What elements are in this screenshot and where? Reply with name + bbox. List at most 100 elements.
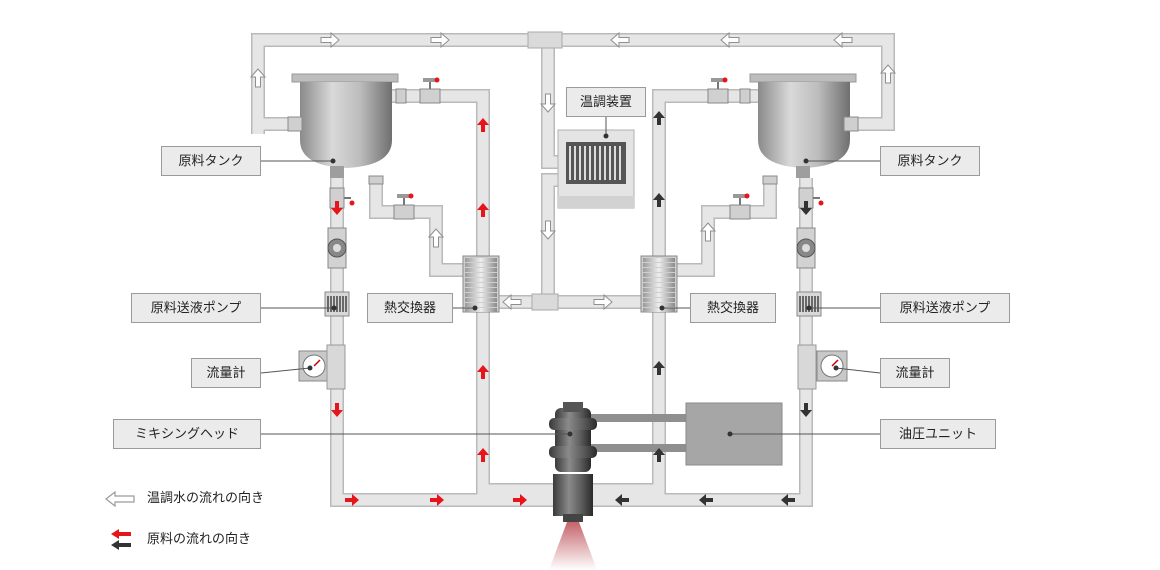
heat-exchanger-fin (643, 268, 675, 272)
pipe (542, 40, 558, 168)
leader-dot (659, 305, 665, 311)
pipe-tee (531, 293, 559, 311)
material-flow-arrow (331, 201, 343, 215)
label-leader-lines (260, 117, 881, 437)
water-flow-arrow (833, 31, 853, 49)
valve-knob (349, 200, 355, 206)
valve-knob (434, 77, 440, 83)
valve-body (393, 204, 415, 220)
water-flow-arrow (427, 228, 445, 248)
label-temperature-controller: 温調装置 (566, 87, 646, 117)
heat-exchanger-fin (465, 263, 497, 267)
pipe-flange (739, 88, 751, 104)
leader-dot (330, 158, 336, 164)
water-flow-arrow (593, 293, 613, 311)
leader-dot (331, 305, 337, 311)
label-heat-exchanger-right: 熱交換器 (690, 293, 776, 323)
leader-dot (727, 431, 733, 437)
label-flowmeter-left: 流量計 (191, 358, 261, 388)
pipe-tee (527, 31, 563, 49)
material-flow-arrow (653, 193, 665, 207)
valve-knob (722, 77, 728, 83)
leader-dot (806, 305, 812, 311)
pipe (370, 178, 463, 276)
heat-exchanger-fin (643, 283, 675, 287)
material-flow-arrow (477, 203, 489, 217)
pipe-flange (843, 116, 859, 132)
label-hydraulic-unit: 油圧ユニット (880, 419, 996, 449)
heat-exchanger-fin (465, 308, 497, 312)
legend-water-arrow-icon (105, 491, 135, 507)
feed-pump-left (324, 291, 350, 317)
heat-exchanger-fin (643, 308, 675, 312)
heat-exchanger-fin (465, 303, 497, 307)
pipe-flange (368, 175, 384, 185)
leader-line (260, 367, 311, 374)
legend-material-arrow-icon (111, 529, 131, 550)
material-flow-arrow (781, 494, 795, 506)
water-flow-arrow (699, 222, 717, 242)
material-flow-arrow (331, 403, 343, 417)
mixing-head (549, 402, 597, 570)
label-mixing-head: ミキシングヘッド (113, 419, 261, 449)
valve-knob (744, 193, 750, 199)
pipe-outline (369, 178, 463, 277)
heat-exchanger-fin (465, 268, 497, 272)
heat-exchanger-left (462, 255, 500, 313)
label-raw-tank-left: 原料タンク (161, 146, 261, 176)
legend-water-label: 温調水の流れの向き (147, 491, 265, 506)
heat-exchanger-fin (465, 273, 497, 277)
pipe (542, 174, 558, 302)
material-flow-arrow (430, 494, 444, 506)
heat-exchanger-fin (643, 298, 675, 302)
label-feed-pump-left: 原料送液ポンプ (131, 293, 261, 323)
heat-exchanger-fin (465, 298, 497, 302)
pipe-flange (287, 116, 303, 132)
material-flow-arrow (513, 494, 527, 506)
strainer-center (333, 244, 341, 252)
feed-pump-right (796, 291, 822, 317)
heat-exchanger-fin (643, 278, 675, 282)
temperature-controller (557, 129, 635, 209)
heat-exchanger-fin (643, 263, 675, 267)
flowmeter-right (797, 344, 848, 390)
material-flow-arrow (699, 494, 713, 506)
label-feed-pump-right: 原料送液ポンプ (880, 293, 1010, 323)
leader-dot (472, 305, 478, 311)
heat-exchanger-fin (465, 278, 497, 282)
pipe (331, 178, 553, 506)
heat-exchanger-fin (465, 293, 497, 297)
heat-exchanger-fin (465, 288, 497, 292)
water-flow-arrow (539, 93, 557, 113)
leader-dot (567, 431, 573, 437)
heat-exchanger-fin (643, 303, 675, 307)
pipe-flange (762, 175, 778, 185)
valve-body (707, 88, 729, 104)
pipe-flange (395, 88, 407, 104)
heat-exchanger-fin (465, 283, 497, 287)
pipe-outline (677, 178, 777, 277)
leader-dot (803, 158, 809, 164)
water-flow-arrow (720, 31, 740, 49)
material-flow-arrow (477, 448, 489, 462)
flow-arrows (249, 31, 897, 506)
leader-dot (603, 133, 609, 139)
material-flow-arrow (800, 403, 812, 417)
heat-exchanger-right (640, 255, 678, 313)
material-flow-arrow (477, 118, 489, 132)
water-flow-arrow (502, 293, 522, 311)
leader-dot (307, 365, 313, 371)
material-flow-arrow (477, 365, 489, 379)
label-flowmeter-right: 流量計 (880, 358, 950, 388)
raw-material-tank-left (291, 73, 399, 178)
legend-material-label: 原料の流れの向き (147, 532, 252, 547)
water-flow-arrow (320, 31, 340, 49)
heat-exchanger-fin (643, 273, 675, 277)
valve-handle (397, 194, 411, 198)
heat-exchanger-fin (643, 288, 675, 292)
water-flow-arrow (610, 31, 630, 49)
material-flow-arrow (345, 494, 359, 506)
material-flow-arrow (800, 201, 812, 215)
pipe (677, 178, 776, 276)
